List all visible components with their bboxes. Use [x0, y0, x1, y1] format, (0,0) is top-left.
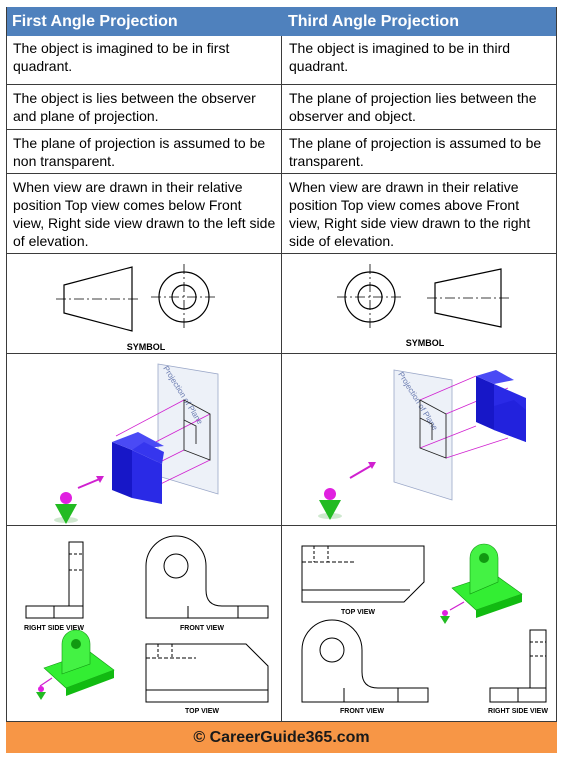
object-step: [494, 400, 526, 442]
rule-3: [6, 173, 557, 174]
frustum-side-view: [434, 268, 502, 328]
green-object-lug: [469, 543, 499, 595]
view-arrow: [449, 601, 465, 611]
object-side-face: [132, 450, 162, 504]
header-third-angle: Third Angle Projection: [282, 7, 557, 36]
row2-first: The object is lies between the observer …: [13, 90, 256, 124]
green-object-hole: [71, 639, 81, 649]
third-angle-3d: Projection of Plane: [318, 369, 526, 520]
row3-third: The plane of projection is assumed to be…: [289, 135, 542, 169]
front-view: [145, 535, 269, 619]
top-view: [145, 643, 269, 703]
header-first-angle: First Angle Projection: [6, 7, 282, 36]
border-middle: [281, 36, 282, 722]
observer-cone: [55, 504, 77, 524]
right-side-view: [489, 629, 547, 703]
front-view: [301, 619, 429, 703]
observer-cone: [36, 692, 46, 700]
row2-third: The plane of projection lies between the…: [289, 90, 537, 124]
row4-first: When view are drawn in their relative po…: [13, 179, 276, 249]
object-front-face: [112, 442, 132, 498]
right-side-view: [25, 541, 84, 619]
rule-1: [6, 84, 557, 85]
first-angle-3d: Projection of Plane: [54, 363, 219, 524]
arrow-head: [96, 476, 104, 483]
frustum-side-view: [63, 266, 133, 332]
third-angle-symbol: SYMBOL: [337, 264, 509, 348]
green-object-hole: [479, 553, 489, 563]
top-view-caption: TOP VIEW: [341, 609, 375, 616]
right-side-view-caption: RIGHT SIDE VIEW: [488, 708, 548, 715]
row4-third: When view are drawn in their relative po…: [289, 179, 531, 249]
top-view: [301, 545, 425, 603]
row3-first: The plane of projection is assumed to be…: [13, 135, 266, 169]
projection-plane: [157, 363, 219, 495]
arrow-head: [368, 462, 376, 469]
front-view-caption: FRONT VIEW: [340, 708, 384, 715]
observer-cone: [440, 616, 450, 624]
green-object-edge: [66, 670, 114, 696]
observer-eye: [324, 488, 336, 500]
view-arrow: [39, 677, 53, 687]
observer-eye: [38, 686, 44, 692]
projected-outline: [419, 399, 447, 459]
rule-4: [6, 253, 557, 254]
green-object-edge: [476, 594, 522, 618]
rule-7: [6, 721, 557, 722]
row1-third: The object is imagined to be in third qu…: [289, 40, 511, 74]
symbol-caption: SYMBOL: [406, 338, 445, 348]
third-angle-views: TOP VIEW FRONT VIEW RIGHT SIDE VIEW: [301, 543, 548, 715]
row1-first: The object is imagined to be in first qu…: [13, 40, 230, 74]
projection-plane: [393, 369, 453, 501]
rule-5: [6, 353, 557, 354]
border-right: [556, 7, 557, 722]
first-angle-symbol: SYMBOL: [56, 264, 217, 352]
observer-eye: [442, 610, 448, 616]
observer-eye: [60, 492, 72, 504]
rule-2: [6, 129, 557, 130]
view-arrow: [349, 463, 375, 479]
front-view-caption: FRONT VIEW: [180, 625, 224, 632]
first-angle-views: RIGHT SIDE VIEW FRONT VIEW TOP VIEW: [24, 535, 269, 715]
rule-6: [6, 525, 557, 526]
footer-banner: © CareerGuide365.com: [6, 722, 557, 753]
top-view-caption: TOP VIEW: [185, 708, 219, 715]
green-object-lug: [61, 629, 91, 675]
right-side-view-caption: RIGHT SIDE VIEW: [24, 625, 84, 632]
projected-outline: [183, 399, 211, 461]
view-arrow: [77, 477, 103, 489]
border-left: [6, 7, 7, 722]
observer-cone: [319, 500, 341, 520]
object-top-face: [476, 370, 514, 384]
object-step: [132, 442, 164, 464]
object-front-face: [476, 376, 494, 430]
symbol-caption: SYMBOL: [127, 342, 166, 352]
